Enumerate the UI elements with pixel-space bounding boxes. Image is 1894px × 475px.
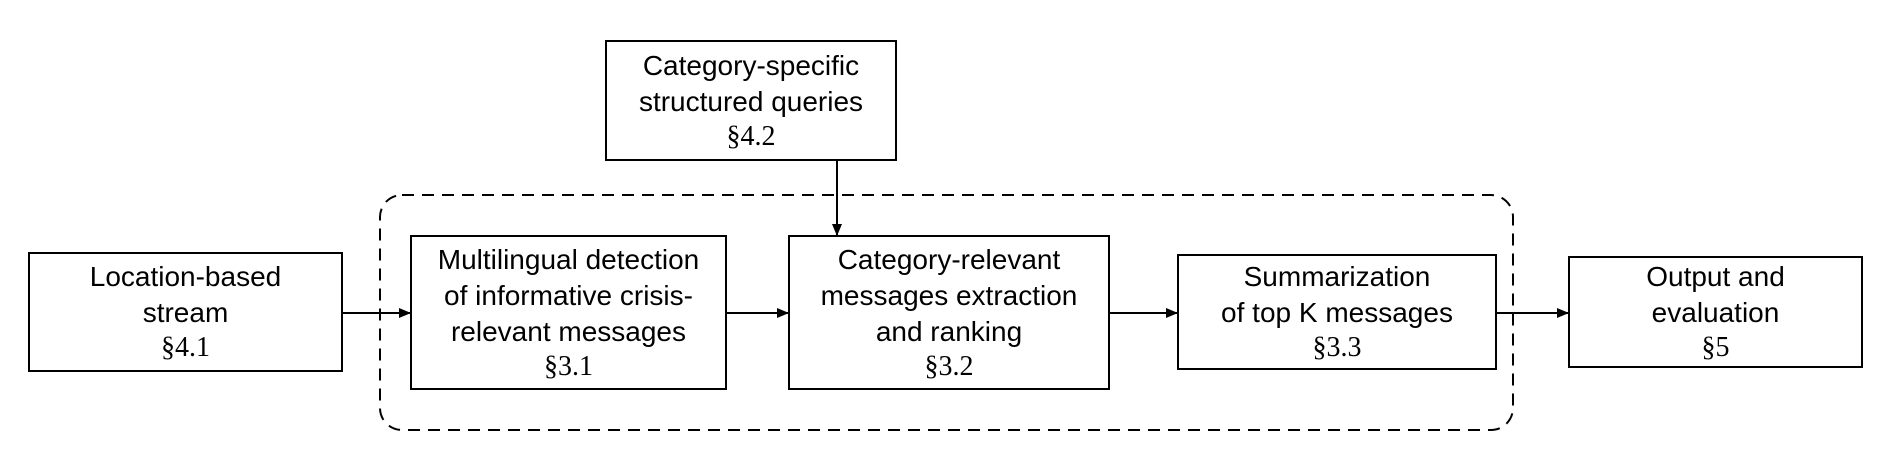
node-multilingual-detection-section: §3.1 [544,350,593,382]
node-output-evaluation: Output and evaluation §5 [1568,256,1863,368]
node-category-extraction: Category-relevant messages extraction an… [788,235,1110,390]
node-structured-queries-label: Category-specific structured queries [638,49,864,117]
node-summarization-section: §3.3 [1312,332,1362,363]
node-category-extraction-section: §3.2 [924,350,974,382]
node-summarization-label: Summarization of top K messages [1221,261,1453,328]
node-multilingual-detection: Multilingual detection of informative cr… [410,235,727,390]
node-output-evaluation-section: §5 [1701,332,1730,363]
node-location-stream: Location-based stream §4.1 [28,252,343,372]
node-location-stream-label: Location-based stream [89,261,282,328]
node-location-stream-section: §4.1 [161,332,210,363]
node-structured-queries-section: §4.2 [726,120,776,152]
node-multilingual-detection-label: Multilingual detection of informative cr… [437,243,700,347]
node-structured-queries: Category-specific structured queries §4.… [605,40,897,161]
node-summarization: Summarization of top K messages §3.3 [1177,254,1497,370]
node-category-extraction-label: Category-relevant messages extraction an… [820,243,1078,347]
node-output-evaluation-label: Output and evaluation [1646,261,1785,328]
